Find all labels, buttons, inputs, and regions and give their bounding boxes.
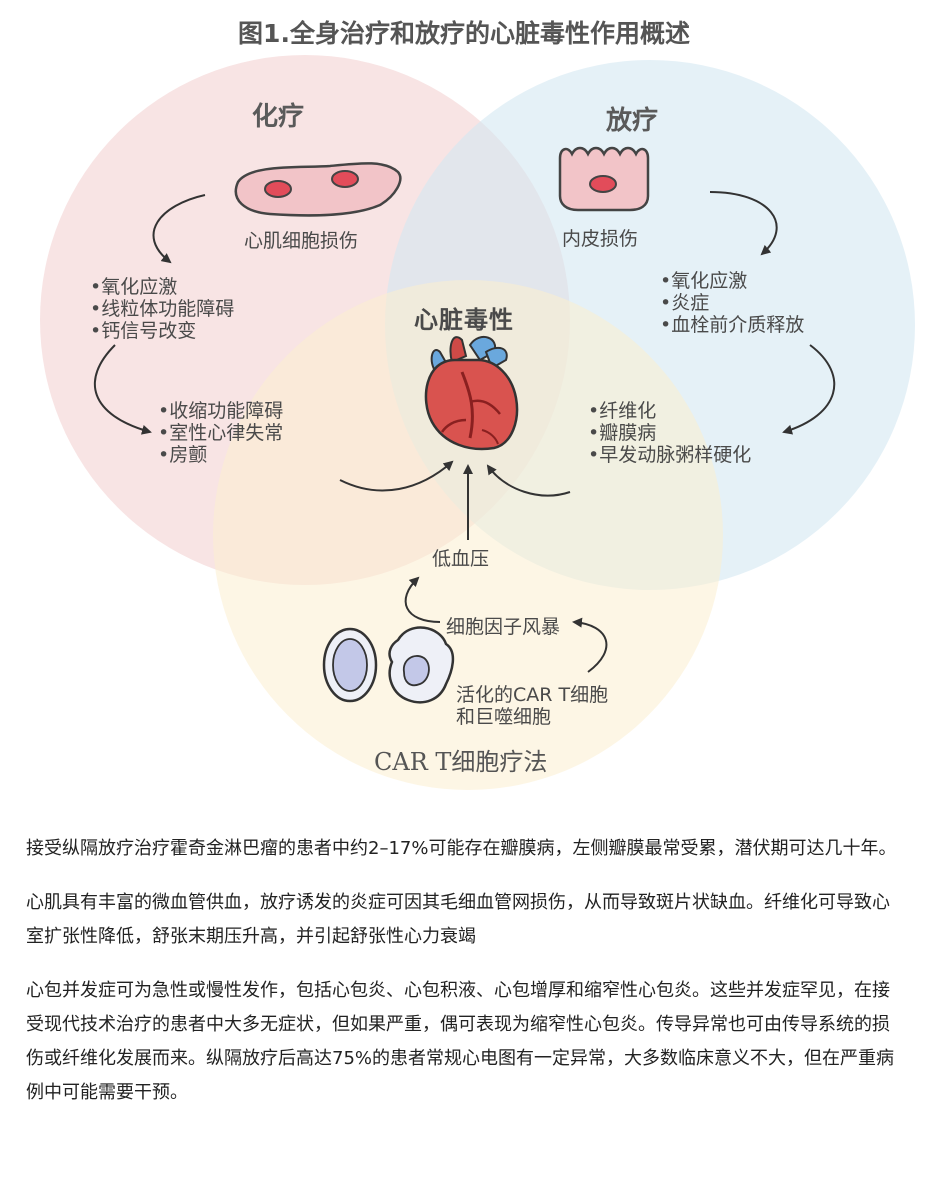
cardiomyocyte-icon — [234, 162, 402, 217]
endothelial-label: 内皮损伤 — [562, 228, 639, 250]
arrow-effects-right-to-outcomes — [782, 344, 836, 435]
arrow-cell-to-effects-left — [152, 194, 206, 264]
radio-effects-list-1: •氧化应激 •炎症 •血栓前介质释放 — [660, 270, 804, 336]
list-item: •氧化应激 — [660, 270, 748, 292]
chemo-heading: 化疗 — [252, 102, 305, 132]
arrow-effects-left-to-outcomes — [93, 344, 152, 435]
arrow-cells-to-storm — [572, 617, 608, 673]
cardiomyocyte-label: 心肌细胞损伤 — [244, 230, 359, 252]
list-item: •瓣膜病 — [588, 422, 657, 444]
activated-cells-label: 活化的CAR T细胞 和巨噬细胞 — [456, 684, 608, 728]
radio-heading: 放疗 — [606, 106, 659, 136]
car-t-cell-icon — [322, 627, 378, 703]
arrow-right-to-heart — [486, 464, 571, 497]
list-item: •钙信号改变 — [90, 320, 197, 342]
hypotension-label: 低血压 — [432, 548, 490, 570]
list-item: •炎症 — [660, 292, 710, 314]
heart-icon — [424, 335, 519, 451]
radio-effects-list-2: •纤维化 •瓣膜病 •早发动脉粥样硬化 — [588, 400, 751, 466]
chemo-effects-list-1: •氧化应激 •线粒体功能障碍 •钙信号改变 — [90, 276, 234, 342]
list-item: •房颤 — [158, 444, 208, 466]
cart-heading: CAR T细胞疗法 — [374, 748, 548, 776]
chemo-effects-list-2: •收缩功能障碍 •室性心律失常 •房颤 — [158, 400, 283, 466]
list-item: •氧化应激 — [90, 276, 178, 298]
arrow-left-to-heart — [339, 460, 454, 492]
paragraph-2: 心肌具有丰富的微血管供血，放疗诱发的炎症可因其毛细血管网损伤，从而导致斑片状缺血… — [26, 892, 890, 947]
macrophage-icon — [388, 626, 455, 704]
paragraph-1: 接受纵隔放疗治疗霍奇金淋巴瘤的患者中约2–17%可能存在瓣膜病，左侧瓣膜最常受累… — [26, 838, 897, 859]
list-item: •早发动脉粥样硬化 — [588, 444, 752, 466]
list-item: •血栓前介质释放 — [660, 314, 805, 336]
list-item: 和巨噬细胞 — [456, 706, 552, 728]
cytokine-storm-label: 细胞因子风暴 — [446, 616, 561, 638]
list-item: •线粒体功能障碍 — [90, 298, 235, 320]
cardiotoxicity-figure: 图1.全身治疗和放疗的心脏毒性作用概述 化疗 放疗 心肌细胞损伤 内皮损伤 •氧… — [40, 19, 915, 790]
arrow-cell-to-effects-right — [709, 191, 778, 256]
arrow-storm-to-hypotension — [404, 576, 441, 623]
list-item: 活化的CAR T细胞 — [456, 684, 609, 706]
figure-title: 图1.全身治疗和放疗的心脏毒性作用概述 — [238, 19, 690, 48]
list-item: •纤维化 — [588, 400, 657, 422]
list-item: •室性心律失常 — [158, 422, 284, 444]
cardiotoxicity-heading: 心脏毒性 — [414, 306, 514, 334]
article-text: 接受纵隔放疗治疗霍奇金淋巴瘤的患者中约2–17%可能存在瓣膜病，左侧瓣膜最常受累… — [26, 832, 906, 1130]
paragraph-3: 心包并发症可为急性或慢性发作，包括心包炎、心包积液、心包增厚和缩窄性心包炎。这些… — [26, 980, 895, 1103]
endothelial-cell-icon — [558, 146, 650, 212]
list-item: •收缩功能障碍 — [158, 400, 284, 422]
venn-diagram — [40, 55, 915, 790]
